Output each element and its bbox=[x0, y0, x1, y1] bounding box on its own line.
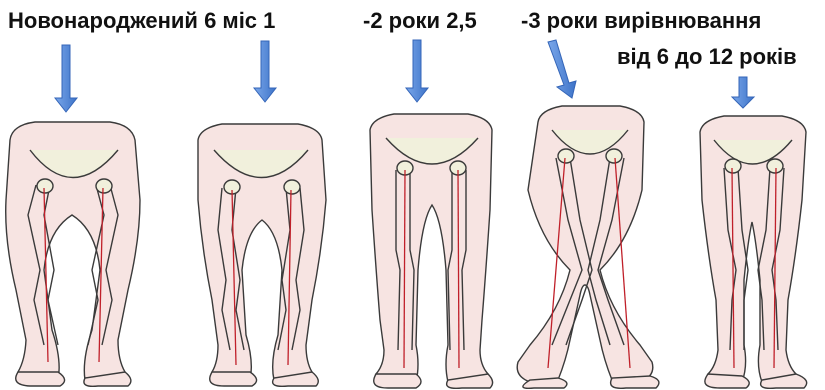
down-arrow-icon bbox=[406, 40, 428, 102]
legs-figure-6-12-months bbox=[198, 124, 326, 386]
down-arrow-icon bbox=[732, 77, 754, 108]
down-arrow-icon bbox=[548, 40, 576, 98]
down-arrow-icon bbox=[254, 41, 276, 102]
legs-figure-2-years bbox=[370, 114, 493, 388]
legs-figure-newborn bbox=[6, 122, 140, 386]
down-arrow-icon bbox=[55, 45, 77, 112]
legs-figure-6-12-years bbox=[700, 116, 807, 388]
legs-figure-3-years bbox=[517, 106, 659, 388]
